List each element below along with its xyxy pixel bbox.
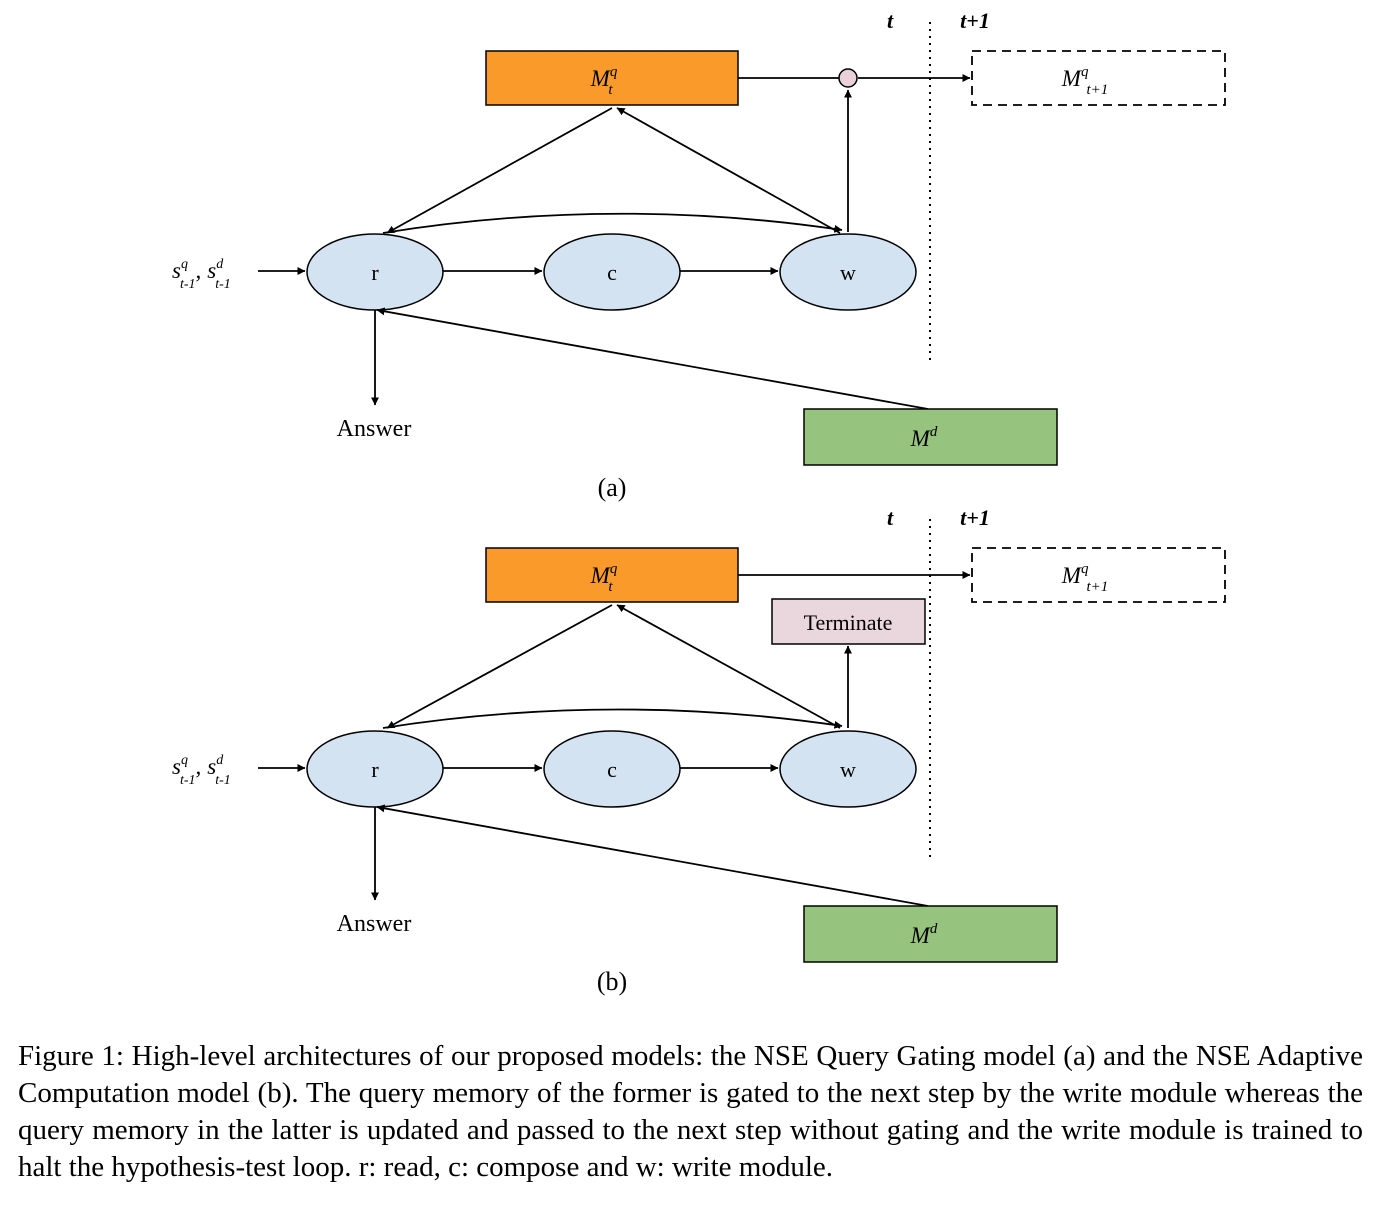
memory-to-read-arrow (386, 107, 613, 234)
read-node-label: r (371, 757, 379, 782)
compose-node (543, 233, 681, 311)
panel-label: (b) (597, 967, 627, 996)
query-memory-box (485, 547, 739, 603)
time-t-label: t (887, 505, 894, 530)
compose-node-label: c (607, 260, 617, 285)
memory-to-read-arrow (386, 604, 613, 729)
write-to-memory-arrow (616, 604, 841, 729)
figure-caption: Figure 1: High-level architectures of ou… (18, 1040, 1363, 1183)
doc-memory-to-read-arrow (376, 804, 929, 907)
terminate-label: Terminate (804, 610, 893, 635)
time-t1-label: t+1 (960, 505, 990, 530)
doc-memory-box (803, 905, 1058, 963)
time-t1-label: t+1 (960, 8, 990, 33)
time-t-label: t (887, 8, 894, 33)
write-node (779, 730, 917, 808)
next-query-memory-box (971, 50, 1226, 106)
gate-circle (838, 68, 858, 88)
write-node-label: w (840, 260, 856, 285)
doc-memory-to-read-arrow (376, 307, 929, 410)
write-to-memory-arrow (616, 107, 841, 234)
doc-memory-label: Md (910, 424, 938, 451)
write-node-label: w (840, 757, 856, 782)
doc-memory-box (803, 408, 1058, 466)
answer-label: Answer (337, 416, 412, 442)
panel-label: (a) (598, 473, 627, 502)
read-write-arc (382, 212, 843, 234)
read-write-arc (382, 708, 843, 729)
answer-label: Answer (337, 911, 412, 937)
compose-node-label: c (607, 757, 617, 782)
write-node (779, 233, 917, 311)
terminate-box (771, 598, 926, 645)
compose-node (543, 730, 681, 808)
next-query-memory-box (971, 547, 1226, 603)
read-node-label: r (371, 260, 379, 285)
doc-memory-label: Md (910, 921, 938, 948)
